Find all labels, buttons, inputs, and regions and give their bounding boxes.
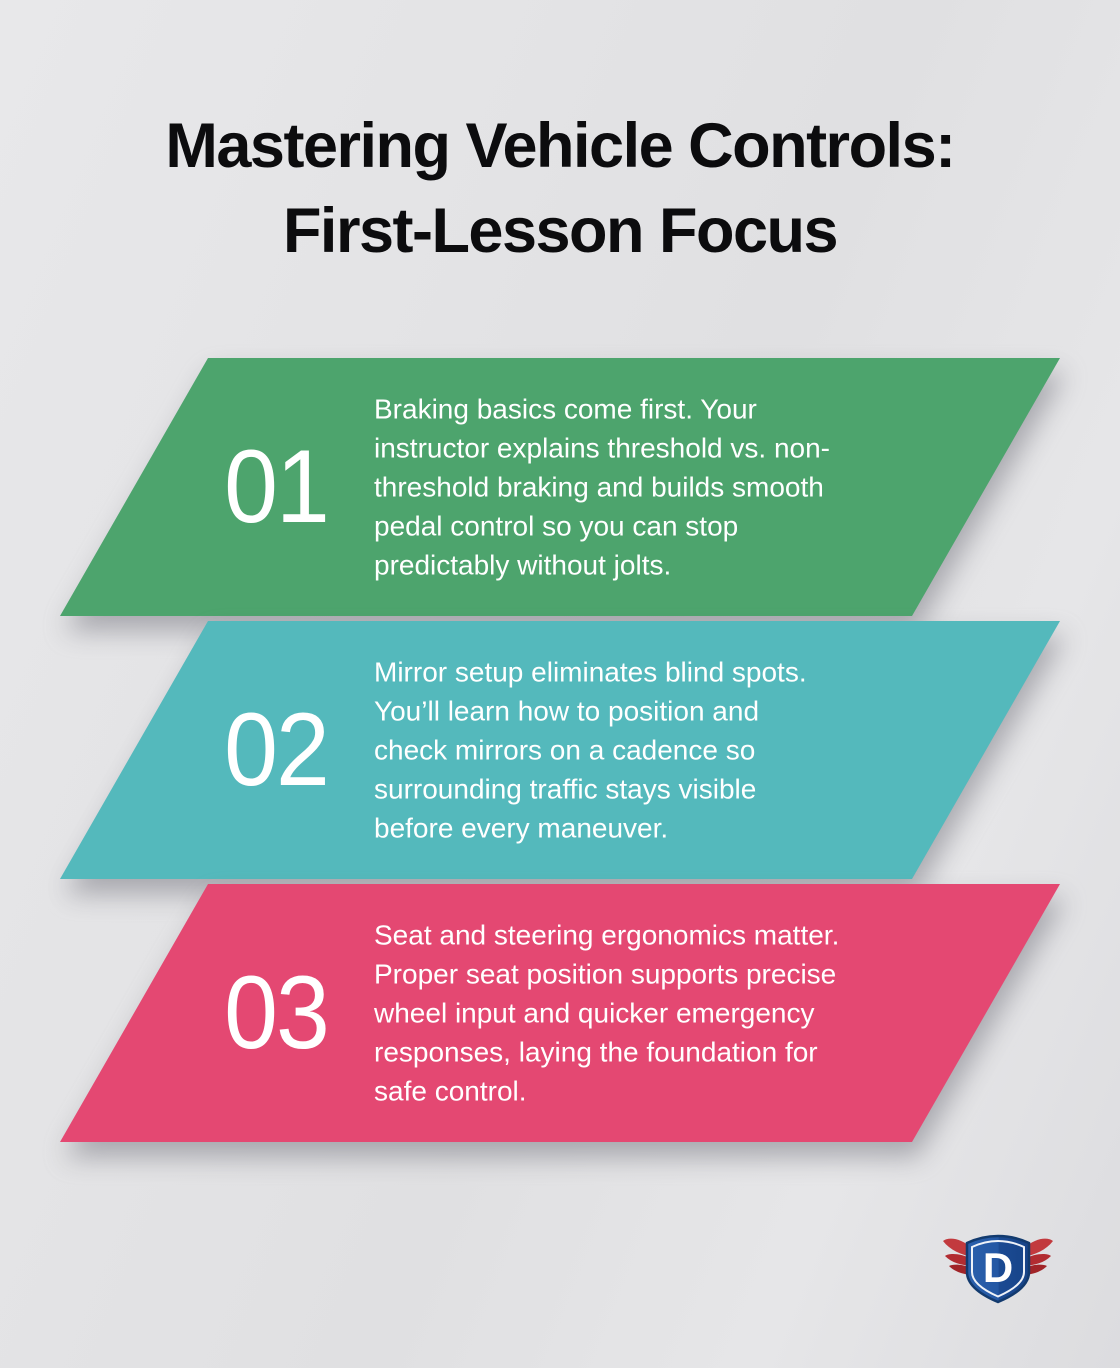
step-text-line: before every maneuver. [374, 812, 669, 844]
step-3-number: 03 [224, 954, 328, 1071]
step-banner-3-shape: 03 Seat and steering ergonomics matter. … [60, 884, 1060, 1142]
step-text-line: pedal control so you can stop [374, 510, 739, 542]
step-text-line: wheel input and quicker emergency [374, 997, 815, 1029]
shield-wings-icon: D [943, 1234, 1053, 1304]
step-text-line: surrounding traffic stays visible [374, 773, 757, 805]
step-2-text: Mirror setup eliminates blind spots. You… [374, 653, 954, 848]
step-3-text: Seat and steering ergonomics matter. Pro… [374, 916, 954, 1111]
step-text-line: Braking basics come first. Your [374, 393, 757, 425]
step-banner-1-shape: 01 Braking basics come first. Your instr… [60, 358, 1060, 616]
left-wing-icon [943, 1238, 973, 1275]
step-text-line: check mirrors on a cadence so [374, 734, 756, 766]
step-text-line: threshold braking and builds smooth [374, 471, 824, 503]
step-text-line: Seat and steering ergonomics matter. [374, 919, 840, 951]
driving-school-logo: D [942, 1230, 1054, 1308]
step-banner-2: 02 Mirror setup eliminates blind spots. … [60, 621, 1060, 879]
step-banner-2-shape: 02 Mirror setup eliminates blind spots. … [60, 621, 1060, 879]
page-title-line-2: First-Lesson Focus [282, 196, 839, 266]
right-wing-icon [1023, 1238, 1053, 1275]
step-1-text: Braking basics come first. Your instruct… [374, 390, 954, 585]
page-title: Mastering Vehicle Controls: First-Lesson… [0, 104, 1120, 274]
step-banner-1: 01 Braking basics come first. Your instr… [60, 358, 1060, 616]
logo-letter: D [983, 1244, 1013, 1291]
step-2-number: 02 [224, 691, 328, 808]
step-1-number: 01 [224, 428, 328, 545]
step-text-line: You’ll learn how to position and [374, 695, 760, 727]
step-banner-3: 03 Seat and steering ergonomics matter. … [60, 884, 1060, 1142]
step-text-line: responses, laying the foundation for [374, 1036, 818, 1068]
step-text-line: Mirror setup eliminates blind spots. [374, 656, 807, 688]
step-text-line: safe control. [374, 1075, 527, 1107]
step-text-line: instructor explains threshold vs. non- [374, 432, 830, 464]
step-text-line: Proper seat position supports precise [374, 958, 837, 990]
shield-icon: D [965, 1234, 1031, 1304]
step-text-line: predictably without jolts. [374, 549, 672, 581]
page-title-line-1: Mastering Vehicle Controls: [165, 111, 956, 181]
